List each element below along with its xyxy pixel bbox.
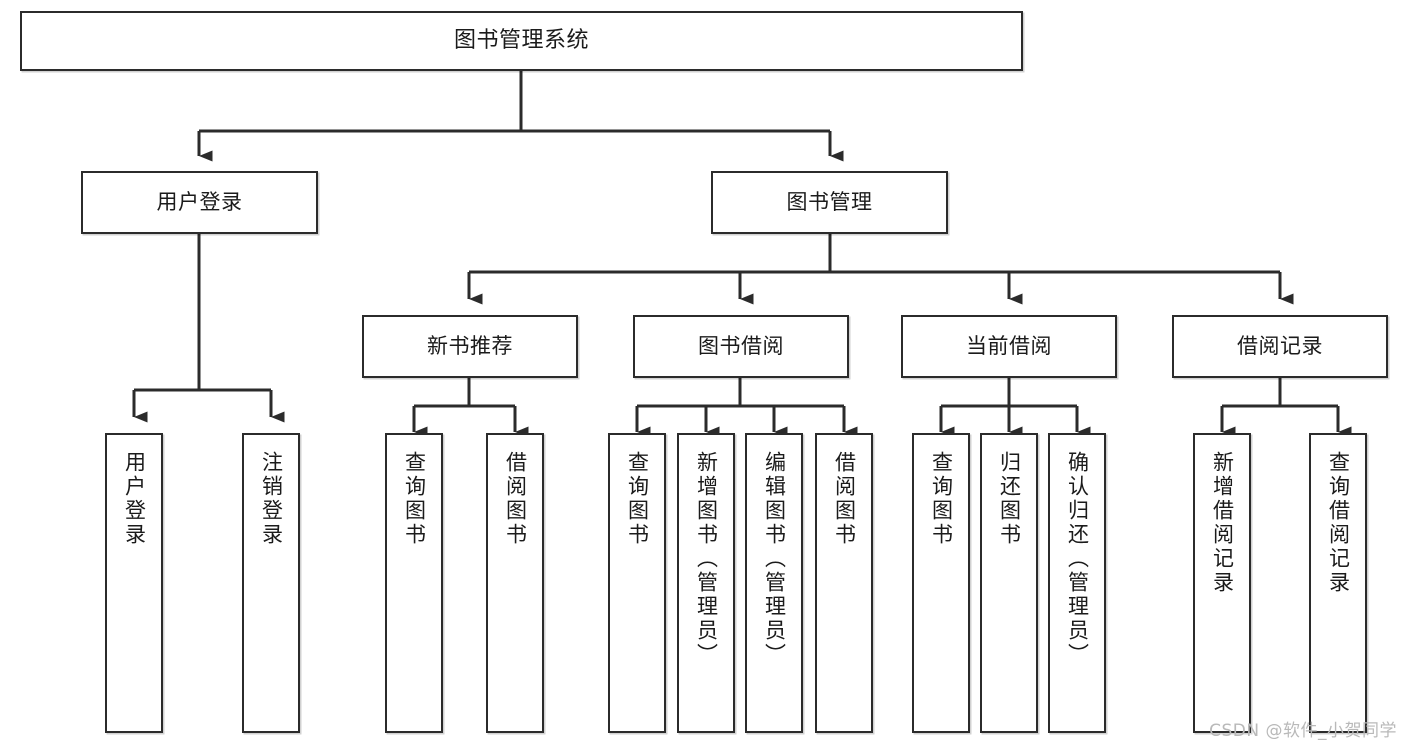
leaf-current-borrow-return[interactable]: 归还图书 [980, 433, 1038, 733]
leaf-book-borrow-lend[interactable]: 借阅图书 [815, 433, 873, 733]
leaf-new-book-borrow[interactable]: 借阅图书 [486, 433, 544, 733]
leaf-current-borrow-return-label: 归还图书 [997, 451, 1022, 547]
node-user-login-label: 用户登录 [156, 190, 243, 215]
leaf-user-login-signout-label: 注销登录 [259, 451, 284, 547]
leaf-book-borrow-lend-label: 借阅图书 [832, 451, 857, 547]
node-book-borrow[interactable]: 图书借阅 [633, 315, 849, 378]
leaf-current-borrow-confirm[interactable]: 确认归还（管理员） [1048, 433, 1106, 733]
node-borrow-record[interactable]: 借阅记录 [1172, 315, 1388, 378]
leaf-current-borrow-query-label: 查询图书 [929, 451, 954, 547]
leaf-borrow-record-query-label: 查询借阅记录 [1326, 451, 1351, 595]
leaf-book-borrow-add-label: 新增图书（管理员） [694, 451, 719, 667]
leaf-user-login-signin-label: 用户登录 [122, 451, 147, 547]
node-root-label: 图书管理系统 [453, 28, 589, 54]
leaf-book-borrow-edit[interactable]: 编辑图书（管理员） [745, 433, 803, 733]
leaf-current-borrow-confirm-label: 确认归还（管理员） [1065, 451, 1090, 667]
node-book-management-label: 图书管理 [786, 190, 873, 215]
node-new-book-recommend[interactable]: 新书推荐 [362, 315, 578, 378]
leaf-borrow-record-query[interactable]: 查询借阅记录 [1309, 433, 1367, 733]
node-borrow-record-label: 借阅记录 [1237, 334, 1323, 359]
node-current-borrow-label: 当前借阅 [966, 334, 1052, 359]
leaf-user-login-signout[interactable]: 注销登录 [242, 433, 300, 733]
leaf-borrow-record-add[interactable]: 新增借阅记录 [1193, 433, 1251, 733]
node-user-login[interactable]: 用户登录 [81, 171, 318, 234]
leaf-book-borrow-query-label: 查询图书 [625, 451, 650, 547]
leaf-book-borrow-edit-label: 编辑图书（管理员） [762, 451, 787, 667]
leaf-borrow-record-add-label: 新增借阅记录 [1210, 451, 1235, 595]
leaf-current-borrow-query[interactable]: 查询图书 [912, 433, 970, 733]
node-book-borrow-label: 图书借阅 [698, 334, 784, 359]
node-book-management[interactable]: 图书管理 [711, 171, 948, 234]
leaf-new-book-borrow-label: 借阅图书 [503, 451, 528, 547]
node-current-borrow[interactable]: 当前借阅 [901, 315, 1117, 378]
leaf-new-book-query[interactable]: 查询图书 [385, 433, 443, 733]
leaf-book-borrow-query[interactable]: 查询图书 [608, 433, 666, 733]
node-root[interactable]: 图书管理系统 [20, 11, 1023, 71]
csdn-watermark: CSDN @软件_小贺同学 [1209, 721, 1397, 741]
leaf-user-login-signin[interactable]: 用户登录 [105, 433, 163, 733]
node-new-book-recommend-label: 新书推荐 [427, 334, 513, 359]
leaf-new-book-query-label: 查询图书 [402, 451, 427, 547]
leaf-book-borrow-add[interactable]: 新增图书（管理员） [677, 433, 735, 733]
